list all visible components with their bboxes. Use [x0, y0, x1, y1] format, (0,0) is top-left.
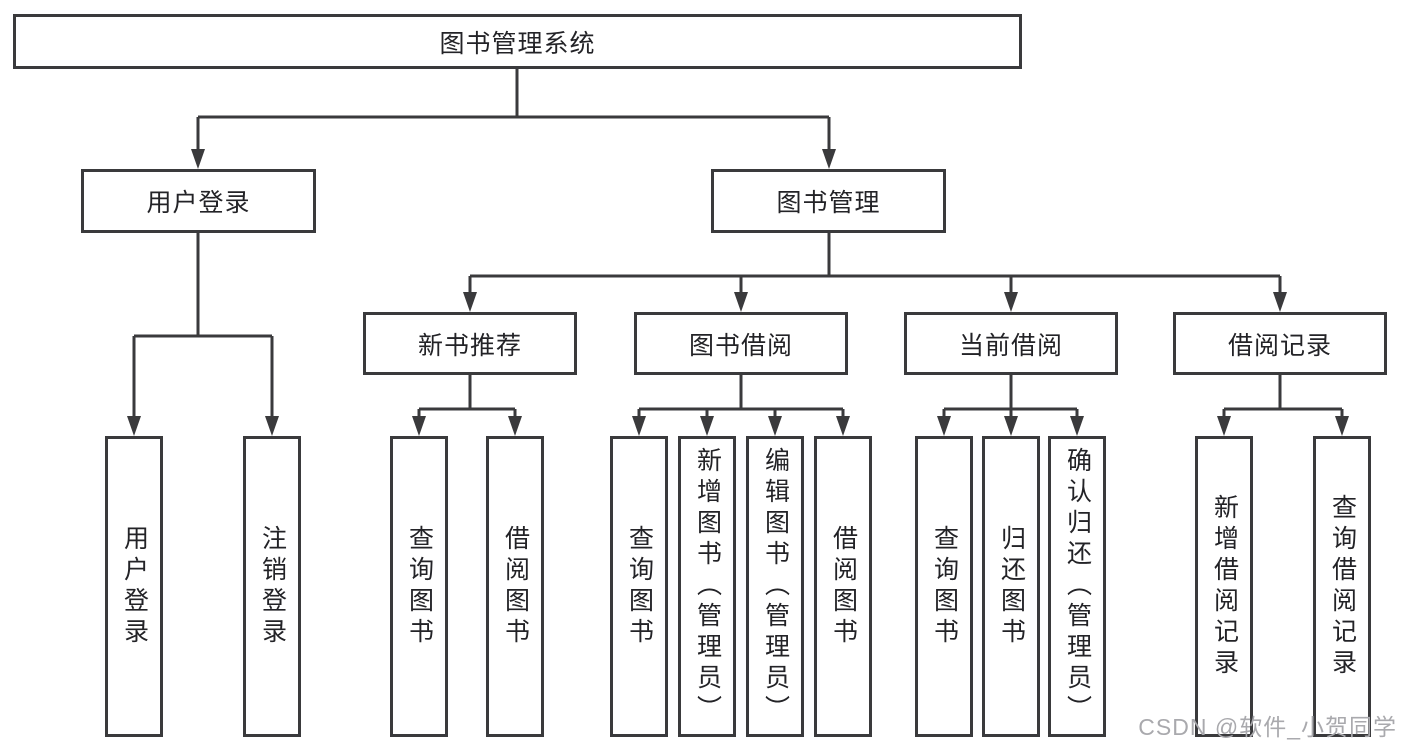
node-label: 图书借阅	[688, 331, 793, 360]
node-leaf-query-books-borrow: 查询图书	[610, 436, 668, 737]
node-label: 查询图书	[625, 524, 654, 649]
node-label: 用户登录	[146, 189, 251, 217]
node-label: 用户登录	[120, 524, 149, 649]
node-book-borrow: 图书借阅	[634, 312, 848, 375]
node-label: 图书管理系统	[439, 29, 596, 58]
node-label: 新书推荐	[417, 331, 522, 360]
node-leaf-borrow-books-recommend: 借阅图书	[486, 436, 544, 737]
node-label: 新增借阅记录	[1210, 493, 1239, 680]
node-label: 查询图书	[405, 524, 434, 649]
node-leaf-borrow-books: 借阅图书	[814, 436, 872, 737]
node-leaf-query-books-recommend: 查询图书	[390, 436, 448, 737]
csdn-watermark: CSDN @软件_小贺同学	[1138, 714, 1397, 740]
node-leaf-query-books-current: 查询图书	[915, 436, 973, 737]
node-label: 借阅图书	[829, 524, 858, 649]
node-leaf-user-login: 用户登录	[105, 436, 163, 737]
node-current-borrow: 当前借阅	[904, 312, 1118, 375]
node-label: 归还图书	[997, 524, 1026, 649]
node-user-login: 用户登录	[81, 169, 316, 233]
node-borrow-records: 借阅记录	[1173, 312, 1387, 375]
node-leaf-confirm-return-admin: 确认归还（管理员）	[1048, 436, 1106, 737]
node-label: 新增图书（管理员）	[693, 447, 722, 726]
node-label: 当前借阅	[958, 331, 1063, 360]
node-new-book-recommend: 新书推荐	[363, 312, 577, 375]
node-leaf-add-borrow-record: 新增借阅记录	[1195, 436, 1253, 737]
node-label: 注销登录	[258, 524, 287, 649]
node-label: 借阅图书	[501, 524, 530, 649]
node-leaf-logout: 注销登录	[243, 436, 301, 737]
node-library-management-system: 图书管理系统	[13, 14, 1022, 69]
arrowheads	[127, 149, 1349, 436]
node-label: 借阅记录	[1227, 331, 1332, 360]
node-label: 查询图书	[930, 524, 959, 649]
node-label: 编辑图书（管理员）	[761, 447, 790, 726]
node-label: 查询借阅记录	[1328, 493, 1357, 680]
node-leaf-return-book: 归还图书	[982, 436, 1040, 737]
node-leaf-add-book-admin: 新增图书（管理员）	[678, 436, 736, 737]
node-leaf-edit-book-admin: 编辑图书（管理员）	[746, 436, 804, 737]
node-label: 确认归还（管理员）	[1063, 447, 1092, 726]
node-label: 图书管理	[776, 189, 881, 217]
node-book-management: 图书管理	[711, 169, 946, 233]
node-leaf-query-borrow-record: 查询借阅记录	[1313, 436, 1371, 737]
